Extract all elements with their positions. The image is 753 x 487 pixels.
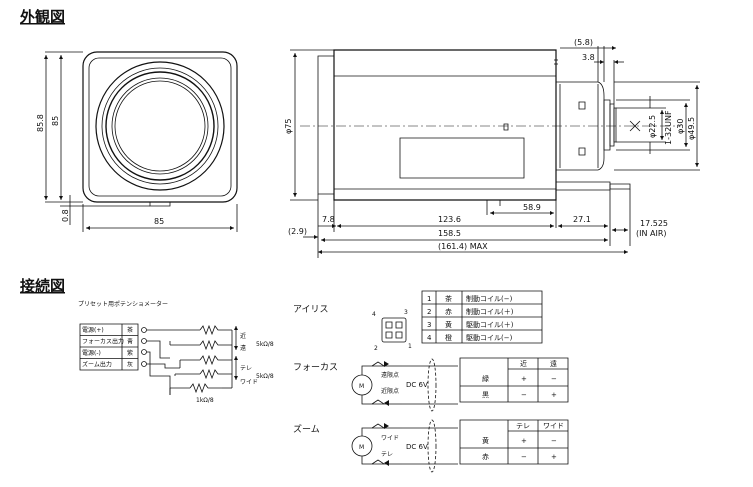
iris-table-no: 4 xyxy=(427,334,432,342)
preset-row-color: 青 xyxy=(127,338,133,346)
zoom-header-wide: ワイド xyxy=(543,422,564,430)
iris-pin-3: 3 xyxy=(404,309,408,316)
iris-table-no: 2 xyxy=(427,308,431,316)
iris-table-color: 黄 xyxy=(445,320,452,329)
side-view: φ75 (5.8) 3.8 φ49.5 φ30 1-32UNF φ22.5 xyxy=(284,38,700,258)
iris-pin-2: 2 xyxy=(374,345,378,352)
dim-height-outer: 85.8 xyxy=(36,114,45,132)
iris-table-color: 赤 xyxy=(445,308,452,316)
dim-in-air: (IN AIR) xyxy=(636,229,667,238)
dim-width: 85 xyxy=(154,217,164,226)
zoom-cell: − xyxy=(551,437,557,445)
dim-123-6: 123.6 xyxy=(438,215,461,224)
zoom-cell: + xyxy=(521,437,527,445)
iris-table-func: 駆動コイル(＋) xyxy=(466,320,514,329)
dim-diameter-30: φ30 xyxy=(676,119,685,134)
iris-table-no: 3 xyxy=(427,321,431,329)
zoom-limit-a: ワイド xyxy=(381,435,399,442)
zoom-label: ズーム xyxy=(293,423,320,435)
zoom-cell: + xyxy=(551,453,557,461)
dim-top-3-8: 3.8 xyxy=(582,53,595,62)
dim-7-8: 7.8 xyxy=(322,215,335,224)
resistor-value-1: 5kΩ/8 xyxy=(256,341,274,348)
focus-far-label: 遠 xyxy=(240,344,246,352)
focus-diagram: フォーカス M 遠限点 近限点 DC 6V 近 遠 緑 + − 黒 − + xyxy=(293,358,568,412)
dim-161-4-max: (161.4) MAX xyxy=(438,242,488,251)
iris-table-color: 茶 xyxy=(445,294,452,303)
preset-row-color: 灰 xyxy=(127,361,133,369)
zoom-voltage: DC 6V xyxy=(406,443,428,451)
focus-limit-a: 遠限点 xyxy=(381,371,399,379)
focus-wire-2: 黒 xyxy=(482,391,489,399)
focus-cell: + xyxy=(551,391,557,399)
preset-row-label: 電源(+) xyxy=(82,326,104,334)
resistor-value-3: 1kΩ/8 xyxy=(196,397,214,404)
preset-potentiometer-diagram: プリセット用ポテンショメーター 電源(+) フォーカス出力 電源(-) ズーム出… xyxy=(78,300,274,404)
dim-diameter-49-5: φ49.5 xyxy=(687,117,696,140)
zoom-wire-1: 黄 xyxy=(482,436,489,445)
front-view: 85.8 85 0.8 85 xyxy=(36,52,237,232)
dim-top-5-8: (5.8) xyxy=(574,38,593,47)
wide-label: ワイド xyxy=(240,379,258,386)
focus-header-far: 遠 xyxy=(550,359,557,368)
focus-header-near: 近 xyxy=(520,359,527,368)
dim-diameter-body: φ75 xyxy=(284,119,293,134)
preset-row-label: ズーム出力 xyxy=(82,361,112,369)
focus-cell: − xyxy=(521,391,527,399)
iris-pin-4: 4 xyxy=(372,311,376,318)
iris-pin-1: 1 xyxy=(408,343,412,350)
zoom-motor-symbol: M xyxy=(359,444,364,451)
preset-row-color: 茶 xyxy=(127,326,133,334)
tele-label: テレ xyxy=(240,365,252,372)
iris-label: アイリス xyxy=(293,305,329,315)
resistor-value-2: 5kΩ/8 xyxy=(256,373,274,380)
focus-wire-1: 緑 xyxy=(482,374,489,383)
preset-row-color: 紫 xyxy=(127,349,133,357)
dim-offset: 0.8 xyxy=(61,209,70,222)
focus-near-label: 近 xyxy=(240,332,246,340)
outline-heading: 外観図 xyxy=(19,8,65,26)
preset-row-label: フォーカス出力 xyxy=(82,338,124,346)
iris-table-func: 制動コイル(＋) xyxy=(466,307,514,316)
dim-17-525: 17.525 xyxy=(640,219,668,228)
zoom-diagram: ズーム M ワイド テレ DC 6V テレ ワイド 黄 + − 赤 − + xyxy=(293,419,568,473)
dim-158-5: 158.5 xyxy=(438,229,461,238)
wiring-heading: 接続図 xyxy=(20,277,65,295)
dim-diameter-22-5: φ22.5 xyxy=(648,115,657,138)
dim-2-9: (2.9) xyxy=(288,227,307,236)
iris-table-func: 駆動コイル(−) xyxy=(466,333,513,342)
dim-58-9: 58.9 xyxy=(523,203,541,212)
iris-table-func: 制動コイル(−) xyxy=(466,294,513,303)
zoom-wire-2: 赤 xyxy=(482,453,489,461)
focus-cell: − xyxy=(551,375,557,383)
iris-table-color: 橙 xyxy=(445,333,452,342)
preset-title: プリセット用ポテンショメーター xyxy=(78,300,168,308)
dim-27-1: 27.1 xyxy=(573,215,591,224)
focus-motor-symbol: M xyxy=(359,383,364,390)
focus-voltage: DC 6V xyxy=(406,381,428,389)
zoom-header-tele: テレ xyxy=(516,422,530,430)
focus-label: フォーカス xyxy=(293,362,338,373)
zoom-limit-b: テレ xyxy=(381,451,393,458)
dim-mount-thread: 1-32UNF xyxy=(664,110,673,145)
zoom-cell: − xyxy=(521,453,527,461)
iris-table-no: 1 xyxy=(427,295,431,303)
focus-cell: + xyxy=(521,375,527,383)
dim-height-inner: 85 xyxy=(51,116,60,126)
preset-row-label: 電源(-) xyxy=(82,349,101,357)
focus-limit-b: 近限点 xyxy=(381,387,399,395)
